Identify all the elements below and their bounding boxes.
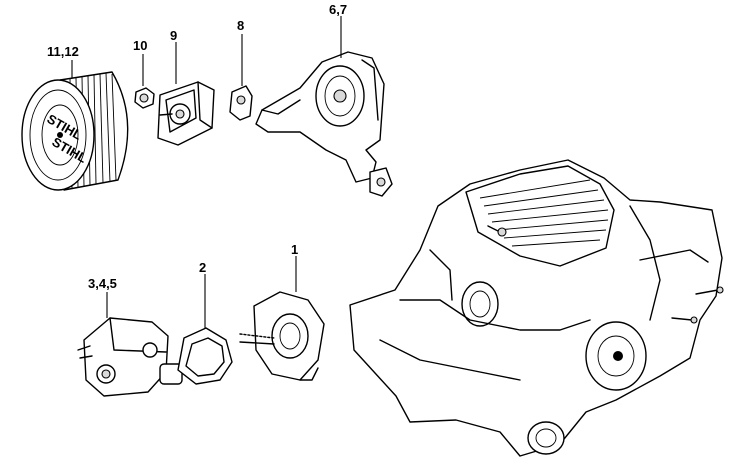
nut-part — [134, 87, 155, 109]
bracket-part — [229, 85, 253, 121]
gasket-part — [177, 327, 233, 385]
nut-callout: 10 — [133, 38, 147, 53]
carburetor-part — [77, 317, 183, 397]
engine-assembly — [349, 159, 724, 457]
filter-base-callout: 6,7 — [329, 2, 347, 17]
air-filter-callout: 11,12 — [47, 44, 79, 59]
manifold-callout: 1 — [291, 242, 298, 257]
baffle-callout: 9 — [170, 28, 177, 43]
air-filter-part: STIHL STIHL — [21, 71, 129, 191]
filter-base-part — [255, 51, 393, 197]
bracket-callout: 8 — [237, 18, 244, 33]
baffle-part — [157, 81, 215, 146]
carburetor-callout: 3,4,5 — [88, 276, 117, 291]
gasket-callout: 2 — [199, 260, 206, 275]
manifold-part — [239, 291, 325, 381]
